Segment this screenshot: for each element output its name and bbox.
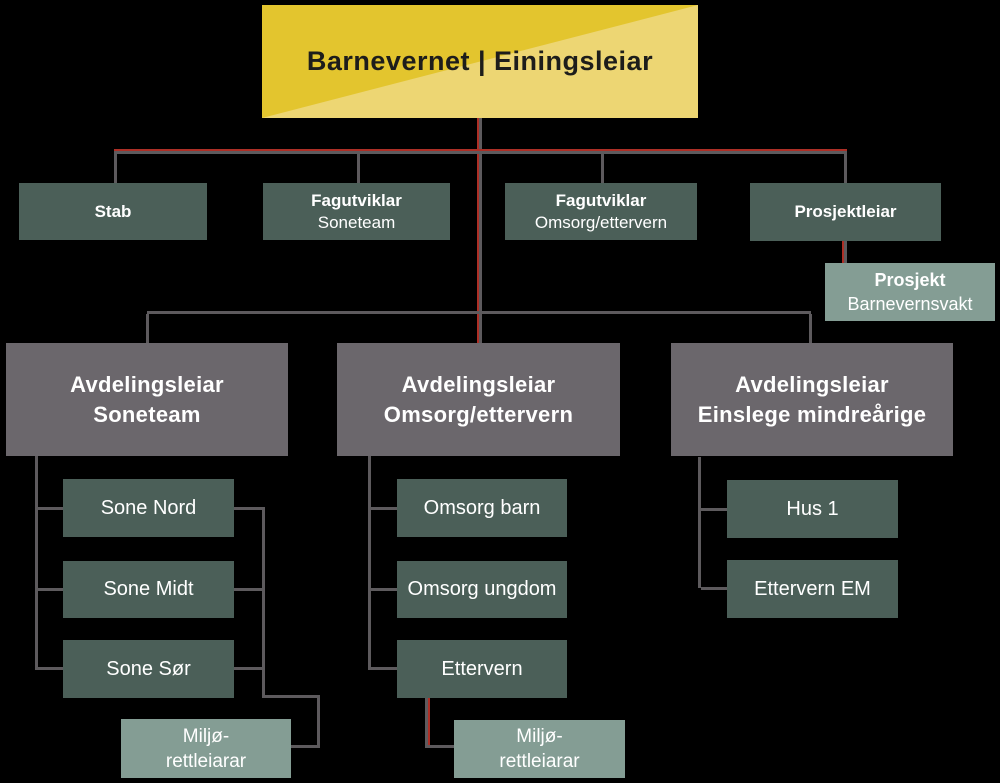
dept3-drop (809, 314, 812, 343)
sone-nord-right-stub (234, 507, 263, 510)
miljo-mid-stub (425, 745, 454, 748)
node-sone-nord-label: Sone Nord (100, 496, 197, 519)
soneteam-right-spine (262, 507, 265, 698)
dept-soneteam-line2: Soneteam (93, 401, 201, 427)
node-prosjektleiar-label: Prosjektleiar (794, 202, 897, 221)
node-hus-1: Hus 1 (727, 480, 898, 538)
miljo-mid-line2: rettleiarar (499, 751, 580, 772)
node-omsorg-ungdom: Omsorg ungdom (397, 561, 567, 618)
root-node: Barnevernet | Einingsleiar (262, 5, 698, 118)
hus1-stub (701, 508, 727, 511)
node-sone-sor-label: Sone Sør (106, 657, 191, 680)
trunk-connector (479, 118, 482, 344)
miljo-left-jog-vert (317, 695, 320, 748)
node-prosjekt-title: Prosjekt (874, 270, 946, 290)
node-omsorg-ungdom-label: Omsorg ungdom (407, 578, 557, 600)
miljo-left-jog-bottom (291, 745, 320, 748)
ettervern-em-stub (701, 587, 727, 590)
miljo-mid-drop (425, 698, 428, 748)
node-prosjektleiar: Prosjektleiar (750, 183, 941, 241)
dept-soneteam-line1: Avdelingsleiar (70, 371, 224, 397)
omsorg-ungdom-stub (371, 588, 397, 591)
miljo-mid-line1: Miljø- (516, 726, 563, 747)
node-fagutviklar-omsorg-title: Fagutviklar (555, 190, 647, 210)
dept-em-line1: Avdelingsleiar (735, 371, 889, 397)
node-sone-midt: Sone Midt (63, 561, 234, 618)
root-node-label: Barnevernet | Einingsleiar (306, 46, 654, 76)
level2-rail-red (114, 149, 847, 151)
soneteam-spine (35, 456, 38, 670)
node-sone-midt-label: Sone Midt (103, 578, 194, 600)
node-fagutviklar-soneteam-title: Fagutviklar (311, 190, 402, 210)
miljo-mid-drop-red (428, 698, 430, 746)
node-ettervern-label: Ettervern (441, 657, 523, 680)
sone-midt-right-stub (234, 588, 263, 591)
omsorg-barn-stub (371, 507, 397, 510)
ettervern-stub (371, 667, 397, 670)
prosjektleiar-drop (844, 154, 847, 183)
dept-omsorg-line1: Avdelingsleiar (401, 371, 556, 397)
node-sone-sor: Sone Sør (63, 640, 234, 698)
node-stab: Stab (19, 183, 207, 240)
node-miljo-rettleiarar-soneteam: Miljø- rettleiarar (121, 719, 291, 778)
dept1-drop (146, 314, 149, 344)
trunk-connector-red (477, 118, 479, 344)
node-omsorg-barn-label: Omsorg barn (423, 496, 541, 519)
dept-omsorg-line2: Omsorg/ettervern (383, 401, 574, 427)
node-sone-nord: Sone Nord (63, 479, 234, 537)
level2-rail (114, 151, 847, 154)
node-omsorg-barn: Omsorg barn (397, 479, 567, 537)
sone-sor-stub (38, 667, 63, 670)
stab-drop (114, 154, 117, 183)
omsorg-spine (368, 456, 371, 670)
prosjekt-drop (844, 241, 847, 263)
node-avdelingsleiar-omsorg: Avdelingsleiar Omsorg/ettervern (337, 343, 620, 456)
prosjekt-drop-red (842, 241, 844, 263)
node-hus-1-label: Hus 1 (786, 497, 839, 520)
em-spine (698, 457, 701, 588)
level3-rail (147, 311, 811, 314)
node-avdelingsleiar-soneteam: Avdelingsleiar Soneteam (6, 343, 288, 456)
miljo-left-jog-top (262, 695, 320, 698)
miljo-left-line2: rettleiarar (165, 750, 247, 772)
sone-midt-stub (38, 588, 63, 591)
node-fagutviklar-omsorg: Fagutviklar Omsorg/ettervern (505, 183, 697, 240)
dept-em-line2: Einslege mindreårige (697, 401, 927, 427)
node-prosjekt-barnevernsvakt: Prosjekt Barnevernsvakt (825, 263, 995, 321)
fagutviklar-omsorg-drop (601, 154, 604, 183)
fagutviklar-soneteam-drop (357, 154, 360, 183)
sone-nord-stub (38, 507, 63, 510)
node-fagutviklar-soneteam-subtitle: Soneteam (317, 212, 396, 232)
node-avdelingsleiar-em: Avdelingsleiar Einslege mindreårige (671, 343, 953, 456)
node-fagutviklar-omsorg-subtitle: Omsorg/ettervern (534, 212, 668, 232)
sone-sor-right-stub (234, 667, 263, 670)
node-prosjekt-subtitle: Barnevernsvakt (847, 294, 973, 314)
node-ettervern: Ettervern (397, 640, 567, 698)
node-ettervern-em: Ettervern EM (727, 560, 898, 618)
node-ettervern-em-label: Ettervern EM (754, 577, 871, 600)
miljo-left-line1: Miljø- (182, 725, 230, 747)
node-fagutviklar-soneteam: Fagutviklar Soneteam (263, 183, 450, 240)
node-stab-label: Stab (94, 201, 132, 221)
node-miljo-rettleiarar-omsorg: Miljø- rettleiarar (454, 720, 625, 778)
